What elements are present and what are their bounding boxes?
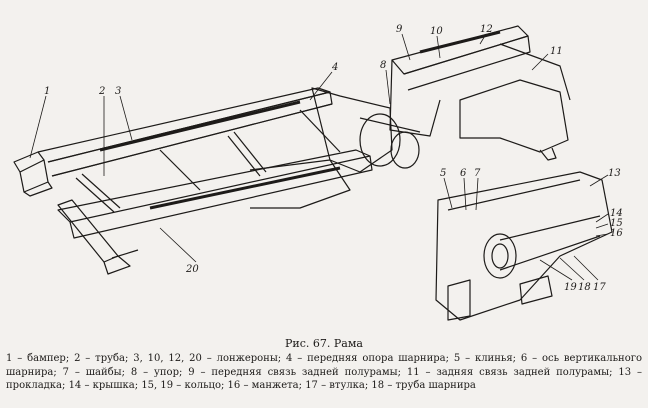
callout-8: 8 bbox=[380, 60, 386, 71]
bumper-drawing bbox=[13, 151, 53, 197]
callout-1: 1 bbox=[44, 86, 50, 97]
callout-7: 7 bbox=[474, 168, 481, 179]
callout-18: 18 bbox=[578, 282, 591, 293]
frame-illustration: 1 2 3 4 8 9 10 12 11 20 5 6 7 13 14 15 1… bbox=[13, 24, 623, 321]
callout-15: 15 bbox=[610, 218, 623, 229]
callout-19: 19 bbox=[564, 282, 577, 293]
figure-legend: 1 – бампер; 2 – труба; 3, 10, 12, 20 – л… bbox=[6, 353, 642, 392]
callout-16: 16 bbox=[610, 228, 623, 239]
callout-3: 3 bbox=[115, 86, 121, 97]
callout-17: 17 bbox=[593, 282, 606, 293]
figure-caption-title: Рис. 67. Рама bbox=[285, 337, 363, 350]
left-side-rail-drawing bbox=[37, 87, 333, 177]
callout-13: 13 bbox=[608, 168, 621, 179]
callout-11: 11 bbox=[550, 46, 563, 57]
callout-14: 14 bbox=[610, 208, 623, 219]
callout-6: 6 bbox=[460, 168, 467, 179]
hinge-detail-inset-drawing bbox=[435, 171, 613, 321]
rear-half-frame-drawing bbox=[389, 25, 571, 161]
callout-10: 10 bbox=[430, 26, 443, 37]
callout-2: 2 bbox=[98, 86, 105, 97]
callout-4: 4 bbox=[331, 62, 338, 73]
callout-9: 9 bbox=[396, 24, 403, 35]
callout-12: 12 bbox=[480, 24, 493, 35]
callout-leaders bbox=[29, 33, 609, 281]
bumper-end-drawing bbox=[57, 199, 139, 275]
callout-labels: 1 2 3 4 8 9 10 12 11 20 5 6 7 13 14 15 1… bbox=[44, 24, 623, 293]
cross-members-drawing bbox=[75, 109, 351, 213]
hinge-support-drawing bbox=[311, 87, 421, 173]
callout-20: 20 bbox=[185, 264, 199, 275]
callout-5: 5 bbox=[440, 168, 446, 179]
